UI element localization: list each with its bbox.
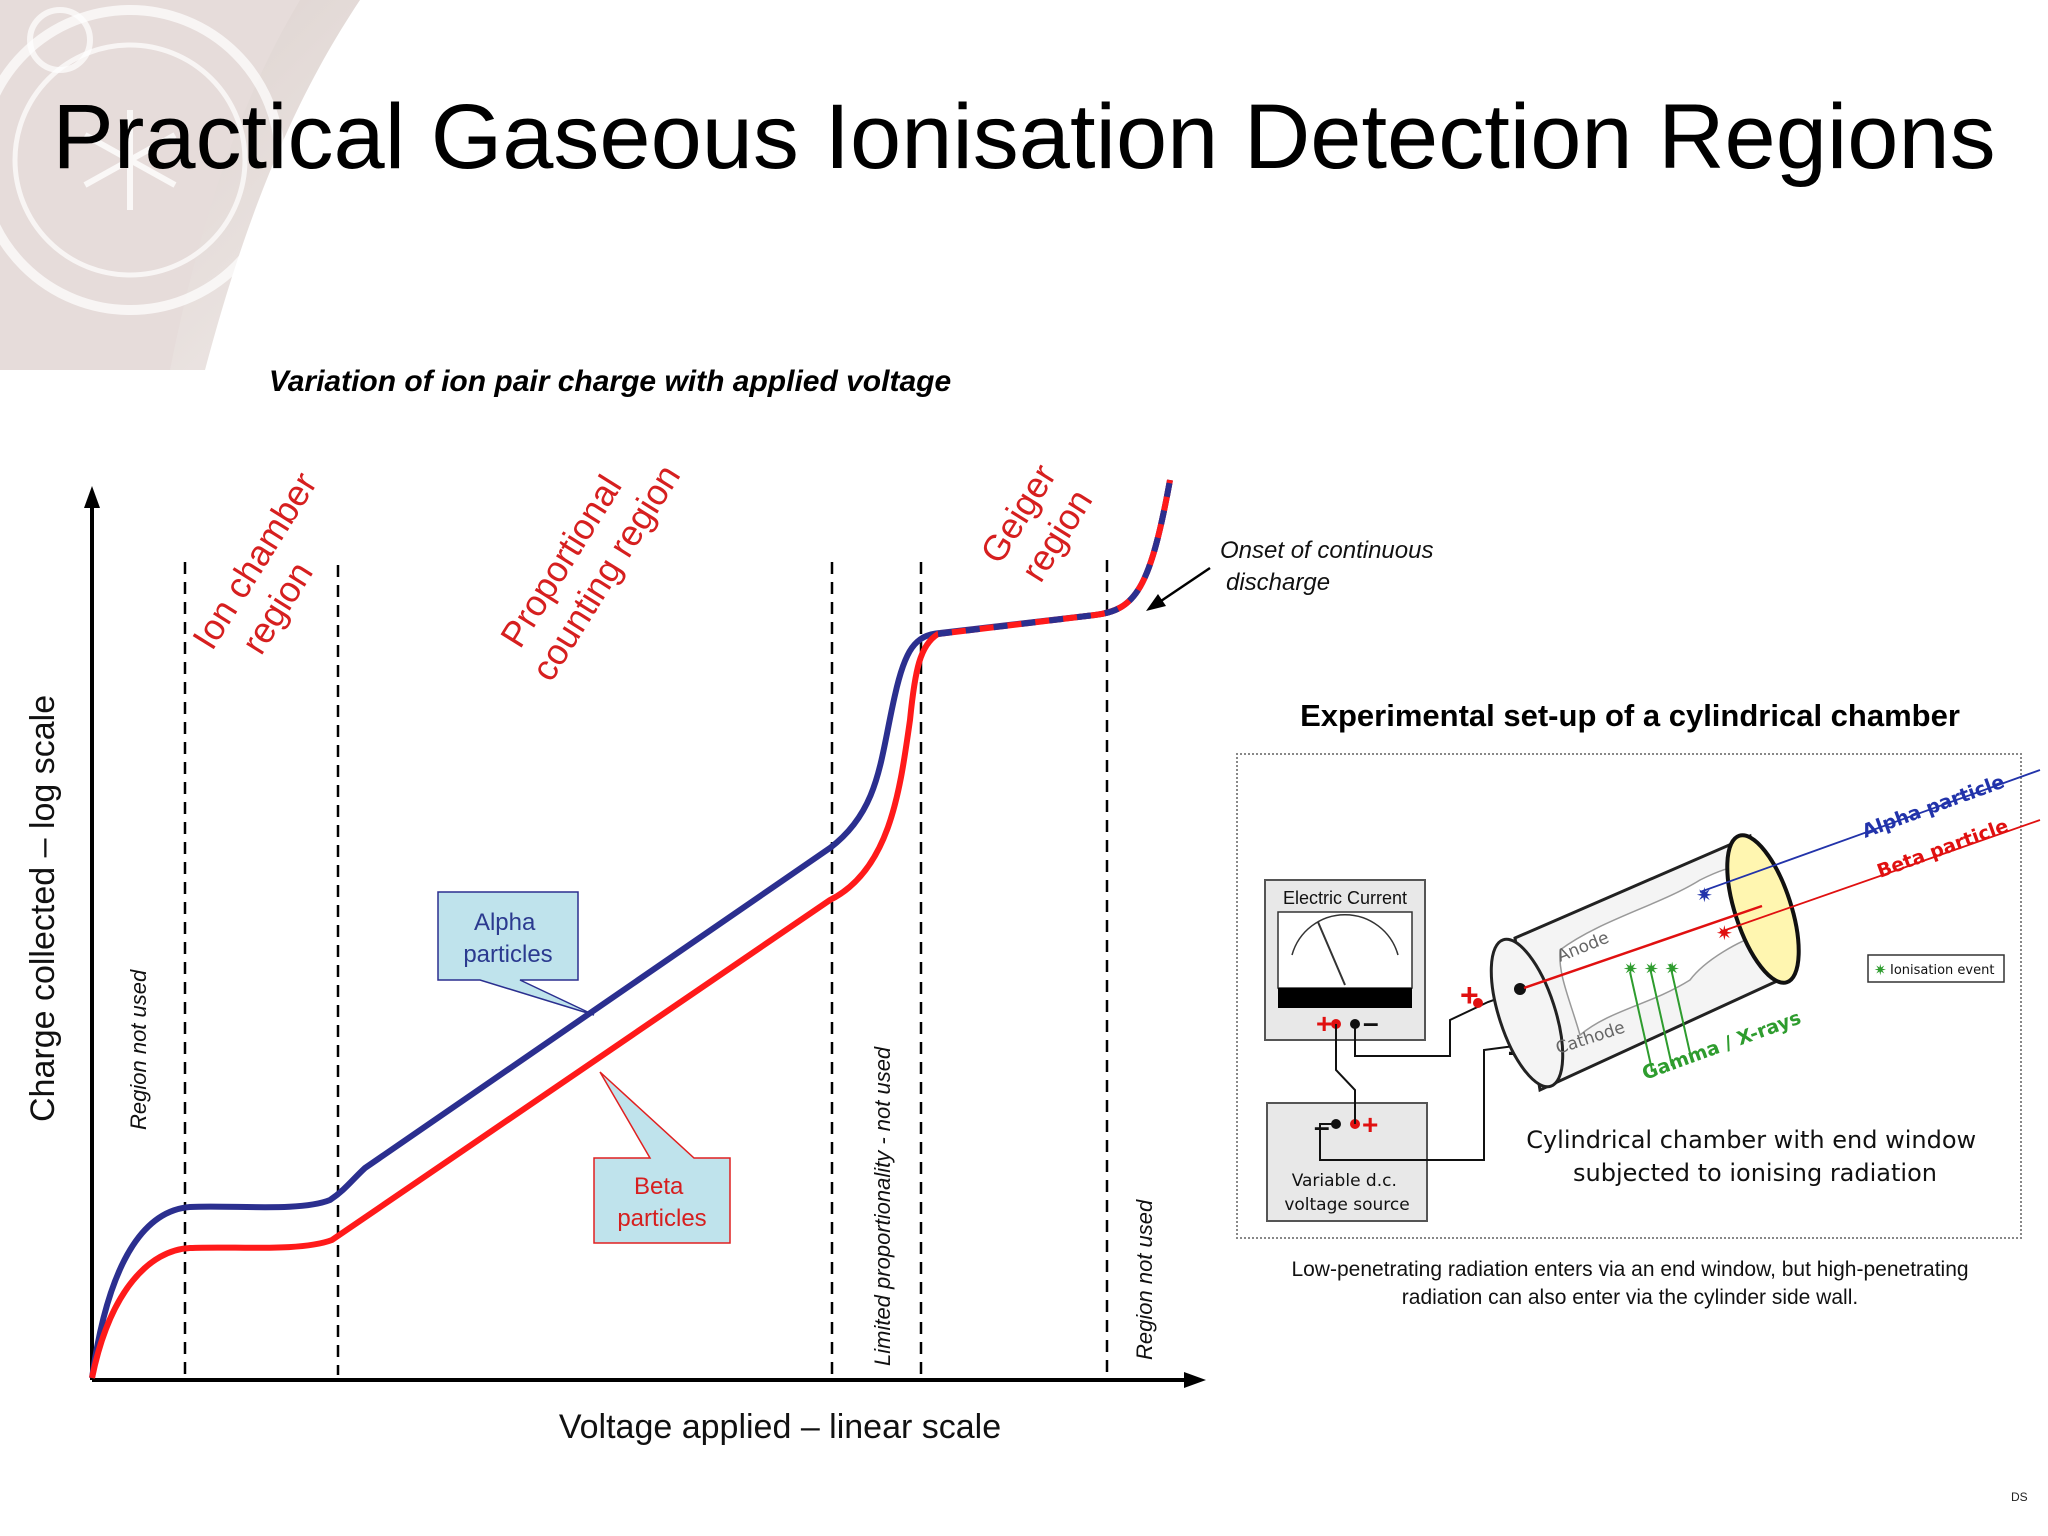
limited-proportionality-note: Limited proportionality - not used <box>870 1046 895 1366</box>
footer-code: DS <box>2011 1490 2028 1504</box>
svg-text:–: – <box>1363 1007 1379 1038</box>
experiment-caption: Low-penetrating radiation enters via an … <box>1250 1256 2010 1312</box>
axes <box>84 486 1206 1388</box>
svg-text:Beta particles: Beta particles <box>617 1173 706 1232</box>
region-not-used-right-note: Region not used <box>1132 1199 1157 1360</box>
page-title: Practical Gaseous Ionisation Detection R… <box>52 86 1996 188</box>
beta-callout: Beta particles <box>593 1071 731 1244</box>
experiment-diagram-box <box>1236 753 2022 1239</box>
meter-needle <box>1317 921 1346 986</box>
x-axis-arrow <box>1184 1372 1206 1388</box>
svg-text:✷: ✷ <box>1696 883 1713 907</box>
graph-subtitle: Variation of ion pair charge with applie… <box>268 365 952 398</box>
chamber-caption: Cylindrical chamber with end window subj… <box>1526 1126 1984 1187</box>
legend-label: Ionisation event <box>1890 963 1994 978</box>
caption-line-2: radiation can also enter via the cylinde… <box>1401 1286 1859 1309</box>
region-not-used-left-note: Region not used <box>126 969 151 1130</box>
alpha-ray <box>1699 769 2041 893</box>
experiment-title: Experimental set-up of a cylindrical cha… <box>1300 698 1960 733</box>
svg-text:Alpha particles: Alpha particles <box>463 909 552 968</box>
y-axis-arrow <box>84 486 100 508</box>
y-axis-label: Charge collected – log scale <box>24 695 62 1122</box>
anode-wire <box>1523 904 1763 990</box>
svg-text:–: – <box>1314 1111 1330 1142</box>
svg-text:✷: ✷ <box>1716 921 1733 945</box>
source-label: Variable d.c. voltage source <box>1284 1171 1409 1215</box>
combined-curve-dashes <box>937 479 1173 637</box>
cylinder-chamber: ✷ ✷ ✷ ✷ ✷ Anode Cathode Gamma / X-rays A… <box>1489 769 2041 1093</box>
decorative-corner-ornament <box>0 0 360 370</box>
region-dividers <box>183 560 1109 1375</box>
current-meter: Electric Current + – <box>1264 879 1426 1041</box>
svg-text:✷: ✷ <box>1874 961 1887 979</box>
meter-label: Electric Current <box>1283 888 1407 908</box>
voltage-source: – + Variable d.c. voltage source <box>1266 1102 1428 1222</box>
alpha-callout: Alpha particles <box>437 891 595 1016</box>
x-axis-label: Voltage applied – linear scale <box>559 1408 1001 1446</box>
gamma-rays <box>1629 963 1693 1071</box>
svg-text:+: + <box>1362 1109 1378 1140</box>
onset-label: Onset of continuous discharge <box>1220 537 1440 596</box>
ionisation-legend: ✷ Ionisation event <box>1867 954 2005 983</box>
onset-arrow <box>1157 566 1211 605</box>
caption-line-1: Low-penetrating radiation enters via an … <box>1291 1258 1969 1281</box>
beta-ray <box>1719 819 2041 933</box>
svg-text:+: + <box>1460 977 1479 1013</box>
svg-text:+: + <box>1316 1008 1332 1039</box>
